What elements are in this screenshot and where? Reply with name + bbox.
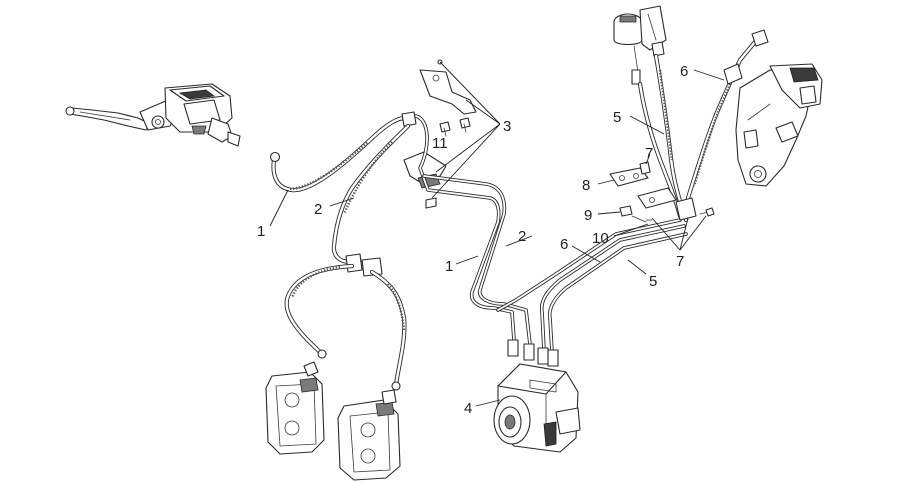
callout-labels: 1 2 3 11 1 2 4 5 6 7 8 9 10 6 5 7 bbox=[257, 63, 688, 417]
brake-hose-rear-caliper bbox=[683, 29, 769, 223]
callout-9-nut: 9 bbox=[584, 207, 592, 224]
callout-4-abs: 4 bbox=[464, 400, 472, 417]
callout-6-caliper-hose: 6 bbox=[680, 63, 688, 80]
rear-brake-pipes bbox=[496, 218, 688, 354]
leader-lines bbox=[269, 61, 725, 407]
caliper-hoses bbox=[284, 263, 407, 391]
bracket-assembly bbox=[403, 59, 477, 209]
abs-modulator bbox=[493, 363, 581, 453]
callout-10-bolt: 10 bbox=[592, 230, 609, 247]
callout-11-bolts: 11 bbox=[432, 135, 448, 152]
right-front-caliper bbox=[337, 389, 401, 481]
small-hardware bbox=[609, 161, 715, 223]
rear-caliper bbox=[735, 63, 823, 187]
bolts-11 bbox=[439, 117, 471, 137]
callout-5-rear-hose: 5 bbox=[613, 109, 621, 126]
front-master-cylinder bbox=[65, 83, 241, 147]
callout-7-clips: 7 bbox=[676, 253, 684, 270]
callout-2-pipe: 2 bbox=[518, 228, 526, 245]
abs-fittings bbox=[507, 339, 559, 367]
callout-3-bracket: 3 bbox=[503, 118, 511, 135]
callout-5-pipe: 5 bbox=[649, 273, 657, 290]
callout-1-pipe: 1 bbox=[445, 258, 453, 275]
brake-hose-front bbox=[269, 111, 417, 193]
rigid-brake-pipes bbox=[414, 114, 532, 346]
callout-8-plate: 8 bbox=[582, 177, 590, 194]
callout-2-lower-hose: 2 bbox=[314, 201, 322, 218]
callout-1-front-hose: 1 bbox=[257, 223, 265, 240]
left-front-caliper bbox=[265, 361, 325, 455]
callout-7-clip: 7 bbox=[645, 145, 653, 162]
rear-master-cylinder bbox=[613, 5, 667, 85]
callout-6-pipe: 6 bbox=[560, 236, 568, 253]
